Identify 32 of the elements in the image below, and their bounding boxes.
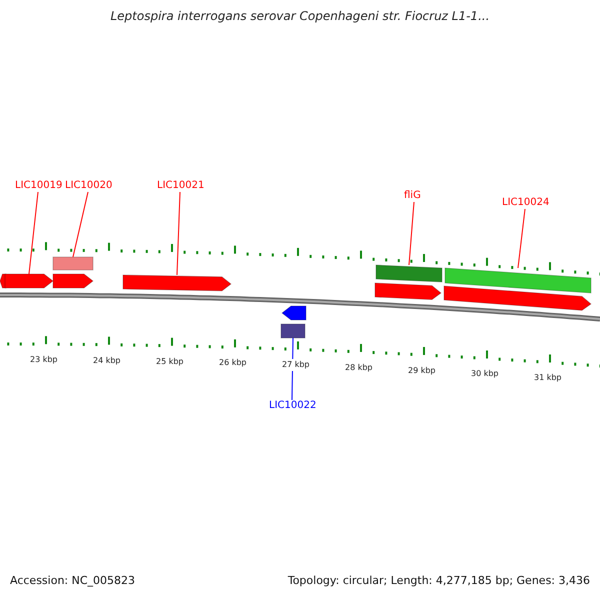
scale-label: 29 kbp [407, 364, 437, 377]
gene-label: LIC10022 [269, 400, 316, 412]
leader-line [408, 202, 414, 266]
gene-label: LIC10021 [157, 180, 204, 192]
leader-line [72, 192, 88, 258]
scale-label: 23 kbp [29, 354, 59, 366]
chart-title: Leptospira interrogans serovar Copenhageni str. Fiocruz L1-1... [109, 10, 491, 22]
gene-feature [53, 274, 93, 288]
gene-box [281, 324, 305, 338]
scale-label: 25 kbp [155, 356, 185, 368]
leader-line [28, 192, 38, 274]
scale-label: 27 kbp [281, 359, 311, 372]
leader-line [176, 192, 180, 276]
scale-label: 28 kbp [344, 362, 374, 374]
gene-feature [375, 283, 441, 300]
gene-label: LIC10024 [502, 197, 550, 209]
gene-box [445, 268, 591, 293]
gene-feature [444, 286, 591, 311]
gene-feature [123, 275, 231, 291]
scale-label: 30 kbp [470, 368, 500, 380]
gene-label: LIC10019 [15, 180, 62, 192]
gene-label: LIC10020 [65, 180, 112, 192]
leader-line [292, 338, 294, 400]
gene-box [53, 257, 93, 270]
genome-info-text: Topology: circular; Length: 4,277,185 bp; Genes: 3,436 [288, 575, 590, 587]
accession-text: Accession: NC_005823 [10, 575, 136, 587]
scale-label: 31 kbp [533, 372, 563, 384]
scale-label: 24 kbp [92, 354, 122, 367]
gene-box [376, 265, 442, 282]
gene-feature [282, 306, 306, 320]
scale-label: 26 kbp [218, 357, 248, 370]
gene-label: fliG [404, 190, 421, 202]
